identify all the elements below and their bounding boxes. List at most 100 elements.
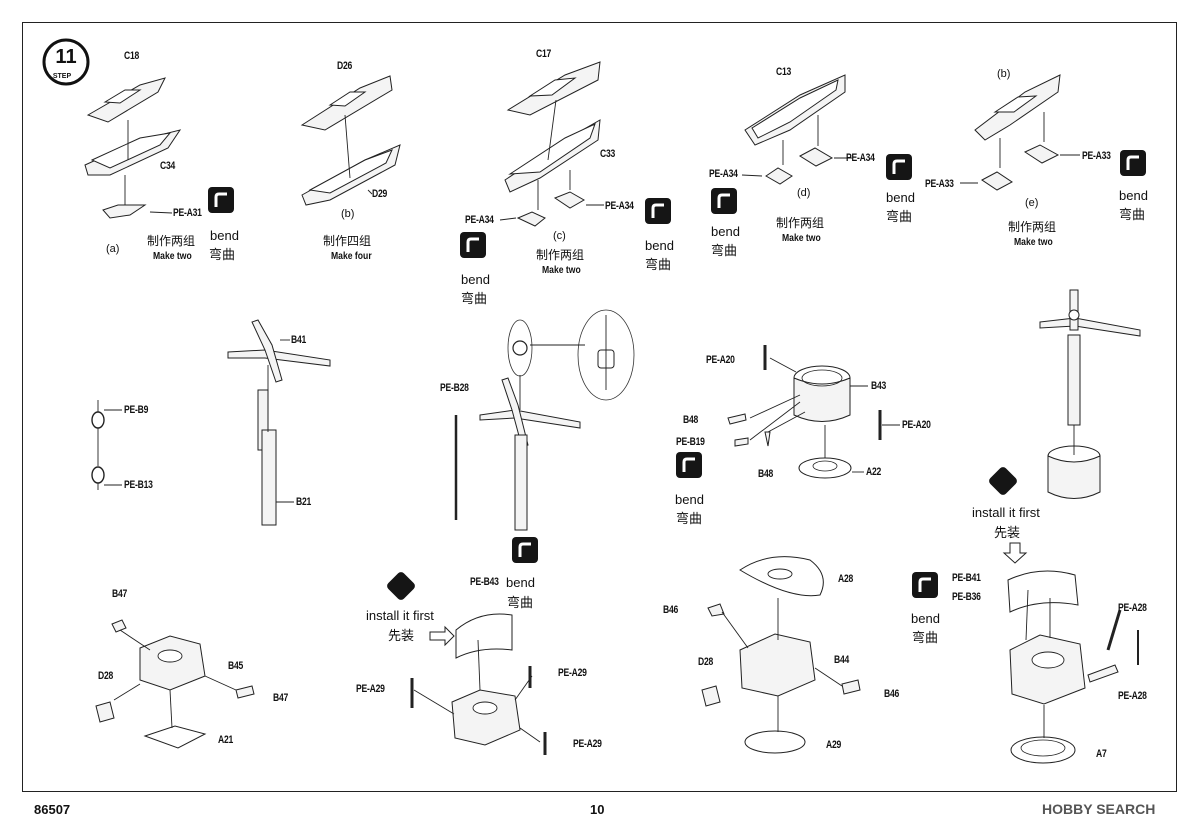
label-pe-a20-2: PE-A20 xyxy=(902,419,931,431)
bend-cn-4: 弯曲 xyxy=(711,244,738,259)
label-b47-1: B47 xyxy=(112,588,128,600)
sub-e: (e) xyxy=(1025,197,1039,209)
sub-d: (d) xyxy=(797,187,811,199)
label-c18: C18 xyxy=(124,50,140,62)
label-c17: C17 xyxy=(536,48,552,60)
bend-cn-7: 弯曲 xyxy=(676,512,703,527)
boat-b xyxy=(300,75,401,206)
bend-en-5: bend xyxy=(886,190,915,205)
make-two-cn-d: 制作两组 xyxy=(776,216,825,230)
label-a29: A29 xyxy=(826,739,842,751)
bend-icon xyxy=(886,154,912,180)
make-two-cn-a: 制作两组 xyxy=(147,234,196,248)
bend-cn-2: 弯曲 xyxy=(461,292,488,307)
bend-icon xyxy=(1120,150,1146,176)
label-a7: A7 xyxy=(1096,748,1107,760)
watermark: HOBBY SEARCH xyxy=(1042,801,1156,817)
step-number: 11 xyxy=(55,46,76,68)
step-badge: 11 STEP xyxy=(42,38,90,86)
page-frame xyxy=(22,22,1177,792)
label-a22: A22 xyxy=(866,466,882,478)
bend-cn-8: 弯曲 xyxy=(507,596,534,611)
bend-en-3: bend xyxy=(645,238,674,253)
label-a21: A21 xyxy=(218,734,234,746)
mast-3 xyxy=(1039,289,1141,499)
bend-icon xyxy=(676,452,702,478)
bend-icon xyxy=(711,188,737,214)
install-cn-2: 先装 xyxy=(388,629,415,644)
label-pe-b36: PE-B36 xyxy=(952,591,981,603)
bend-cn-9: 弯曲 xyxy=(912,631,939,646)
label-pe-b19: PE-B19 xyxy=(676,436,705,448)
label-pe-a20-1: PE-A20 xyxy=(706,354,735,366)
label-a28-1: A28 xyxy=(838,573,854,585)
label-pe-a28-1: PE-A28 xyxy=(1118,602,1147,614)
label-pe-a33-e2: PE-A33 xyxy=(1082,150,1111,162)
label-d29: D29 xyxy=(372,188,388,200)
label-pe-b28: PE-B28 xyxy=(440,382,469,394)
bend-icon xyxy=(512,537,538,563)
label-b47-2: B47 xyxy=(273,692,289,704)
install-arrow xyxy=(429,625,455,647)
bend-en-6: bend xyxy=(1119,188,1148,203)
label-b48-1: B48 xyxy=(683,414,699,426)
make-two-en-a: Make two xyxy=(153,250,192,262)
label-pe-a33-e1: PE-A33 xyxy=(925,178,954,190)
sub-c: (c) xyxy=(553,230,566,242)
label-pe-a29-2: PE-A29 xyxy=(356,683,385,695)
turret-1 xyxy=(95,619,255,749)
bend-icon xyxy=(912,572,938,598)
bend-icon xyxy=(208,187,234,213)
bend-en-7: bend xyxy=(675,492,704,507)
bend-icon xyxy=(460,232,486,258)
bend-en-8: bend xyxy=(506,575,535,590)
label-pe-a29-3: PE-A29 xyxy=(573,738,602,750)
boat-d xyxy=(741,74,852,185)
sub-b: (b) xyxy=(341,208,355,220)
label-c33: C33 xyxy=(600,148,616,160)
bend-cn-1: 弯曲 xyxy=(209,248,236,263)
director-assembly xyxy=(727,345,900,479)
mast-2 xyxy=(454,309,635,531)
label-b44: B44 xyxy=(834,654,850,666)
make-two-cn-c: 制作两组 xyxy=(536,248,585,262)
make-two-en-c: Make two xyxy=(542,264,581,276)
boat-c xyxy=(499,61,604,227)
boat-a xyxy=(84,77,182,219)
label-d28-2: D28 xyxy=(698,656,714,668)
boat-e xyxy=(960,74,1080,191)
page-number: 10 xyxy=(590,802,605,817)
label-pe-a34-d1: PE-A34 xyxy=(709,168,738,180)
label-d26: D26 xyxy=(337,60,353,72)
bend-cn-5: 弯曲 xyxy=(886,210,913,225)
label-b45: B45 xyxy=(228,660,244,672)
label-b46-1: B46 xyxy=(663,604,679,616)
turret-3 xyxy=(701,556,861,754)
label-b46-2: B46 xyxy=(884,688,900,700)
label-pe-a34-d2: PE-A34 xyxy=(846,152,875,164)
label-pe-a29-1: PE-A29 xyxy=(558,667,587,679)
label-pe-a31: PE-A31 xyxy=(173,207,202,219)
install-en-1: install it first xyxy=(972,505,1040,520)
sub-a: (a) xyxy=(106,243,120,255)
label-b43: B43 xyxy=(871,380,887,392)
bend-en-1: bend xyxy=(210,228,239,243)
turret-2 xyxy=(410,613,547,755)
label-b48-2: B48 xyxy=(758,468,774,480)
bend-en-2: bend xyxy=(461,272,490,287)
label-c34: C34 xyxy=(160,160,176,172)
make-four-en: Make four xyxy=(331,250,372,262)
install-en-2: install it first xyxy=(366,608,434,623)
make-two-en-d: Make two xyxy=(782,232,821,244)
install-cn-1: 先装 xyxy=(994,526,1021,541)
label-pe-a34-c2: PE-A34 xyxy=(605,200,634,212)
make-two-cn-e: 制作两组 xyxy=(1008,220,1057,234)
bend-icon xyxy=(645,198,671,224)
label-pe-b13: PE-B13 xyxy=(124,479,153,491)
step-label: STEP xyxy=(53,73,72,80)
label-b21: B21 xyxy=(296,496,312,508)
product-code: 86507 xyxy=(34,802,71,817)
label-c13: C13 xyxy=(776,66,792,78)
label-pe-a34-c1: PE-A34 xyxy=(465,214,494,226)
